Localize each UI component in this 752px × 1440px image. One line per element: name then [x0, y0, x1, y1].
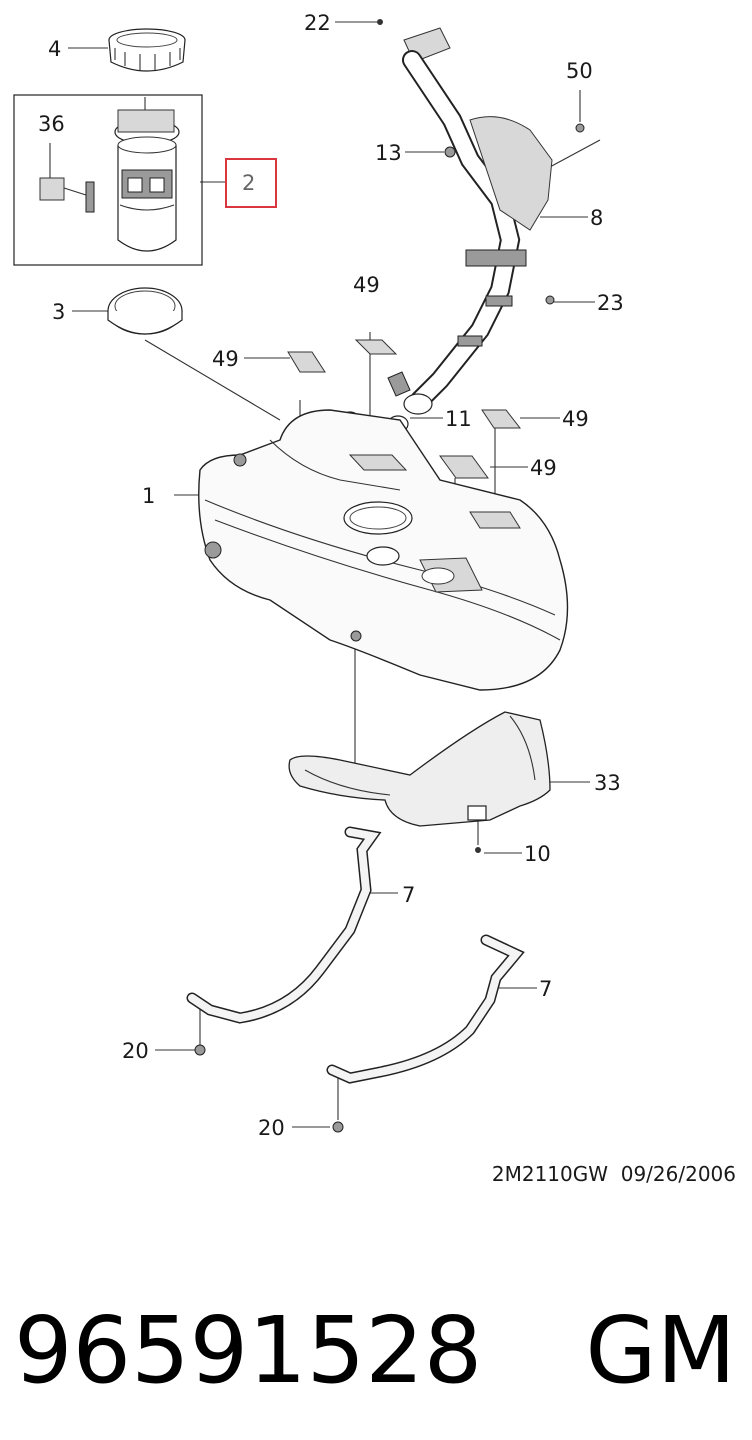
callout-23: 23: [597, 291, 624, 315]
label-pads: [287, 339, 522, 479]
filler-neck-part: [341, 19, 585, 440]
fuel-level-sender-part: [39, 177, 95, 213]
callout-2-highlight: [225, 158, 277, 208]
callout-8: 8: [590, 206, 603, 230]
heat-shield-part: [288, 711, 551, 853]
callout-49-top: 49: [353, 273, 380, 297]
callout-labels: 4 36 2 3 1 22 50 13 8 49 23 49 11 49 49 …: [38, 11, 624, 1140]
callout-49-lower: 49: [530, 456, 557, 480]
callout-13: 13: [375, 141, 402, 165]
tank-strap-left-part: [186, 826, 382, 1056]
callout-20-lower: 20: [258, 1116, 285, 1140]
callout-1: 1: [142, 484, 155, 508]
callout-22: 22: [304, 11, 331, 35]
callout-2: 2: [242, 171, 255, 195]
callout-20-upper: 20: [122, 1039, 149, 1063]
callout-36: 36: [38, 112, 65, 136]
drawing-code: 2M2110GW 09/26/2006: [492, 1162, 736, 1186]
fuel-tank-part: [198, 409, 569, 691]
part-number: 96591528: [14, 1297, 482, 1404]
callout-4: 4: [48, 37, 61, 61]
fuel-pump-module-part: [114, 97, 180, 252]
callout-11: 11: [445, 407, 472, 431]
callout-49-left: 49: [212, 347, 239, 371]
callout-3: 3: [52, 300, 65, 324]
callout-7-upper: 7: [402, 883, 415, 907]
brand-label: GM: [585, 1297, 736, 1404]
seal-ring-part: [107, 287, 183, 335]
callout-33: 33: [594, 771, 621, 795]
callout-50: 50: [566, 59, 593, 83]
callout-7-lower: 7: [539, 977, 552, 1001]
callout-10: 10: [524, 842, 551, 866]
pump-module-group-box: [13, 94, 203, 266]
callout-49-right: 49: [562, 407, 589, 431]
lock-ring-part: [108, 28, 186, 72]
tank-strap-right-part: [326, 934, 525, 1133]
